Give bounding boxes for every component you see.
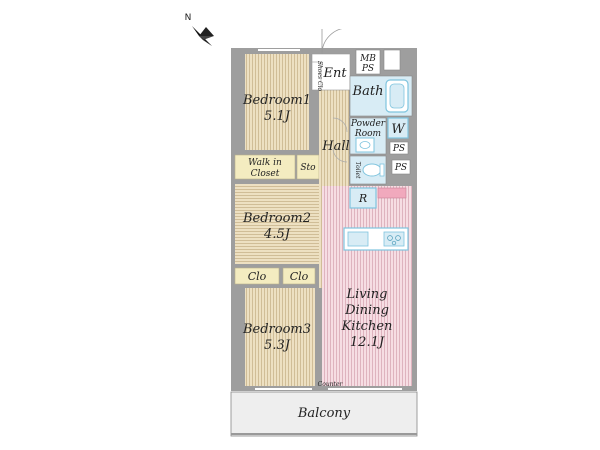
mb-ps-shaft [355,49,381,75]
refrigerator-label: R [358,192,367,205]
closet-left-label: Clo [248,270,267,283]
closet-right [282,267,316,285]
closet-right-label: Clo [290,270,309,283]
ldk-size: 12.1J [350,335,385,350]
powder-room-label-1: Powder [350,119,386,129]
bedroom2-floor [235,184,319,264]
toilet-label: Toilet [354,162,361,180]
bedroom2-size: 4.5J [263,227,291,242]
bedroom3-name: Bedroom3 [242,322,311,337]
counter-label: Counter [318,381,344,388]
walk-in-closet [234,154,296,180]
hall-door-arc-2 [332,147,348,163]
stove-icon [383,231,405,247]
washer-space [387,117,409,139]
compass-needle-tail-icon [199,36,214,46]
refrigerator-space [349,187,377,209]
ps-upper-shaft [389,141,409,155]
closet-left [234,267,280,285]
powder-room-label-2: Room [354,129,381,139]
bedroom3-floor [245,288,315,386]
mb-ps-label: PS [361,64,374,74]
wall-notch [383,49,401,71]
shoes-closet [311,61,322,91]
hall-door-arc-1 [332,117,348,133]
bedroom1-name: Bedroom1 [242,93,311,108]
compass-north-label: N [185,13,192,23]
bedroom1-floor [245,54,309,150]
compass: N [185,13,214,46]
balcony-label: Balcony [297,406,351,421]
bath-label: Bath [352,84,384,99]
bedroom2-name: Bedroom2 [242,211,311,226]
ps-upper-label: PS [392,144,405,154]
ldk-floor [322,186,412,386]
bedroom1-size: 5.1J [264,109,291,124]
ps-lower-label: PS [394,163,407,173]
bedroom3-size: 5.3J [264,338,291,353]
kitchen-sink-icon [347,231,369,247]
toilet-bowl-icon [362,163,382,177]
ps-lower-shaft [391,159,411,175]
mb-label: MB [359,54,376,64]
ldk-label-dining: Dining [344,303,389,318]
sto-label: Sto [300,163,316,173]
walk-in-label-2: Closet [251,169,280,179]
shoes-closet-label: Shoes Clo [316,61,323,92]
ldk-label-living: Living [346,287,388,302]
hall-label: Hall [321,139,349,154]
ldk-label-kitchen: Kitchen [341,319,393,334]
walk-in-label-1: Walk in [248,158,282,168]
ent-label: Ent [322,66,347,81]
washer-label: W [391,122,406,137]
upper-cabinet [377,187,407,199]
sink-icon [355,137,375,153]
balcony-floor [230,391,418,437]
